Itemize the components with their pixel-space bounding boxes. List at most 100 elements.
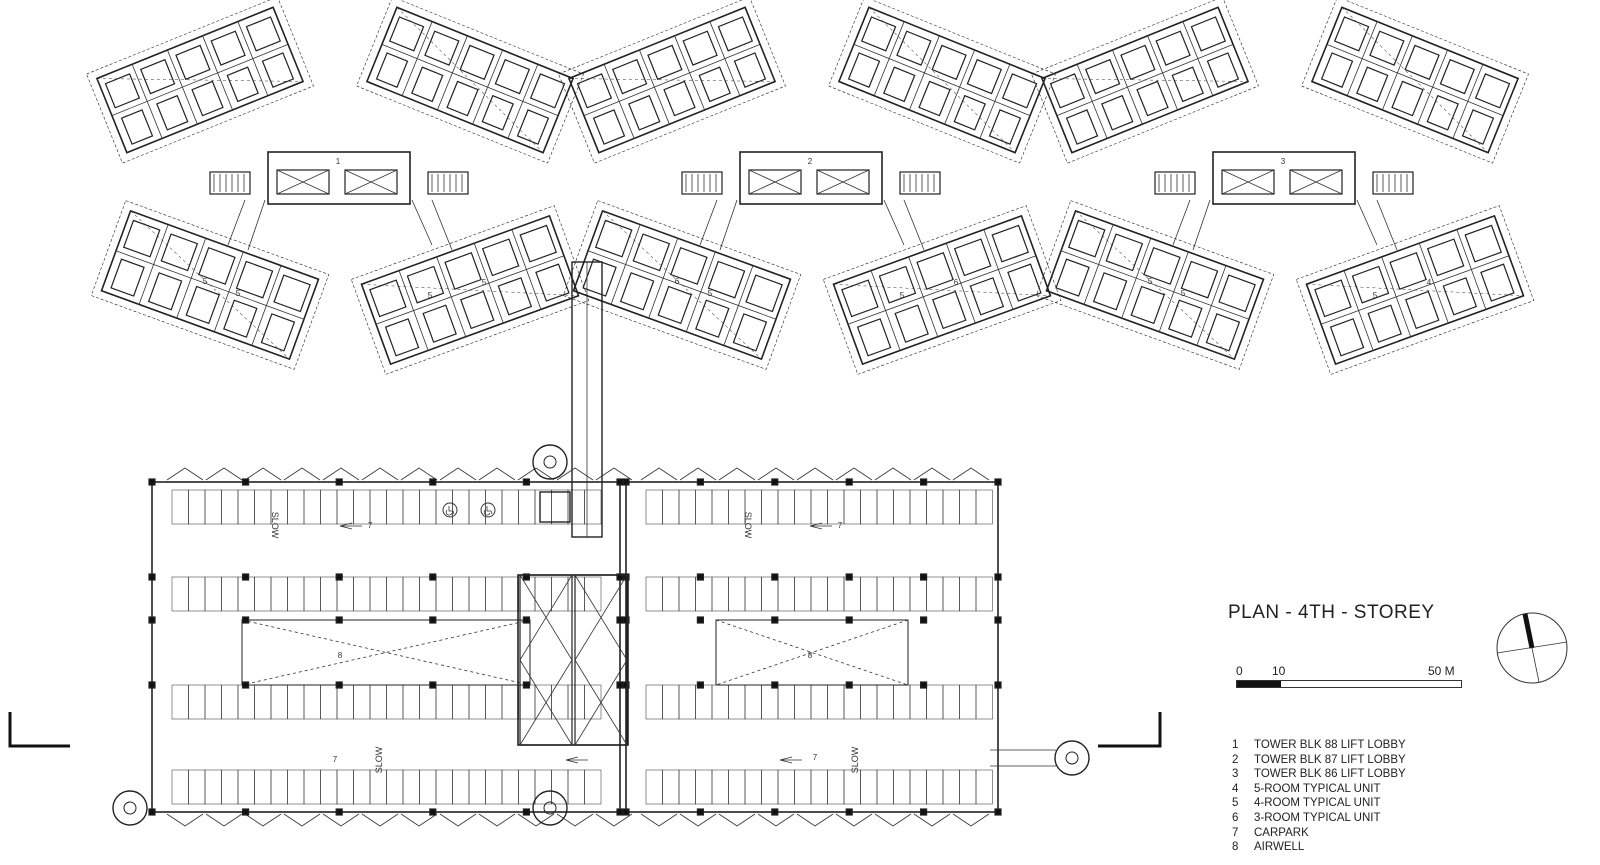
room — [185, 285, 220, 325]
room — [841, 279, 879, 318]
room — [1171, 66, 1204, 103]
diagonal-dashed — [1041, 78, 1249, 82]
room — [1333, 16, 1370, 52]
room — [1369, 30, 1405, 66]
parking-stall — [843, 684, 861, 720]
roof-sawtooth — [322, 813, 360, 827]
parking-stall — [452, 769, 470, 805]
room — [1320, 52, 1354, 88]
room — [1218, 274, 1256, 313]
room — [670, 247, 708, 285]
parking-stall — [435, 489, 453, 525]
room — [273, 274, 311, 313]
room — [1439, 58, 1476, 95]
room — [411, 66, 444, 103]
roof-sawtooth — [283, 813, 321, 827]
parking-stall — [893, 489, 911, 525]
parking-stall — [336, 769, 354, 805]
column — [522, 573, 531, 581]
parking-stall — [369, 684, 387, 720]
diagonal-dashed — [1075, 210, 1235, 360]
column — [696, 616, 705, 624]
room — [120, 109, 154, 145]
parking-stall — [204, 684, 222, 720]
column — [845, 478, 853, 486]
parking-stall — [695, 684, 713, 720]
direction-arrow-icon — [809, 522, 832, 530]
parking-stall — [777, 489, 795, 525]
room — [160, 233, 199, 272]
roof-sawtooth — [952, 813, 990, 827]
room — [717, 16, 754, 52]
column — [522, 616, 531, 624]
parking-stall — [435, 684, 453, 720]
tower-wing-lower-left — [90, 200, 330, 370]
room — [1136, 80, 1169, 117]
lift-x — [344, 169, 398, 195]
parking-stall — [485, 684, 503, 720]
parking-stall — [468, 576, 486, 612]
roof-sawtooth — [322, 467, 360, 481]
parking-stall — [909, 769, 927, 805]
parking-stall — [662, 576, 680, 612]
parking-stall — [369, 576, 387, 612]
diagonal-dashed — [396, 7, 544, 153]
parking-stall — [353, 684, 371, 720]
room — [966, 58, 1003, 95]
parking-stall — [827, 684, 845, 720]
tower-wing-upper-right — [828, 0, 1056, 164]
parking-stall — [534, 769, 552, 805]
room — [592, 109, 626, 145]
lift-x — [1289, 169, 1343, 195]
parking-stall — [744, 684, 762, 720]
tower-wing-upper-left — [558, 0, 786, 164]
unit-type-label: 5 — [1181, 289, 1186, 298]
column — [994, 681, 1002, 689]
parking-stall — [827, 769, 845, 805]
room — [1168, 299, 1203, 338]
central-ramp-core — [517, 491, 629, 746]
roof-sawtooth — [361, 813, 399, 827]
parking-stall — [794, 769, 812, 805]
room — [1351, 265, 1390, 304]
parking-stall — [876, 684, 894, 720]
parking-stall — [353, 489, 371, 525]
room — [1001, 73, 1038, 109]
parking-stall — [827, 489, 845, 525]
roof-sawtooth — [205, 813, 243, 827]
parking-stall — [975, 684, 993, 720]
room — [210, 30, 246, 66]
parking-stall — [386, 769, 404, 805]
parking-stall — [744, 576, 762, 612]
room — [460, 290, 495, 330]
airwell-label: 8 — [338, 651, 343, 660]
parking-stall — [336, 489, 354, 525]
section-marker-left — [8, 712, 70, 748]
lift-core — [276, 169, 330, 195]
room — [535, 263, 570, 302]
column — [994, 616, 1002, 624]
parking-stall — [584, 769, 602, 805]
room — [1055, 258, 1090, 297]
parking-stall — [254, 684, 272, 720]
diagonal-dashed — [1306, 284, 1524, 296]
parking-stall — [204, 489, 222, 525]
unit-type-label: 6 — [675, 277, 680, 286]
room — [245, 16, 282, 52]
diagonal-dashed — [1341, 7, 1489, 153]
parking-stall — [876, 769, 894, 805]
lift-core — [1221, 169, 1275, 195]
roof-sawtooth — [244, 467, 282, 481]
diagonal-dashed — [568, 78, 776, 82]
column — [919, 573, 928, 581]
room — [856, 318, 892, 357]
room — [847, 52, 881, 88]
parking-stall — [402, 684, 420, 720]
section-marker-right — [1098, 712, 1162, 748]
parking-stall — [860, 684, 878, 720]
parking-stall — [959, 489, 977, 525]
roof-sawtooth — [796, 813, 834, 827]
unit-type-label: 5 — [1148, 277, 1153, 286]
